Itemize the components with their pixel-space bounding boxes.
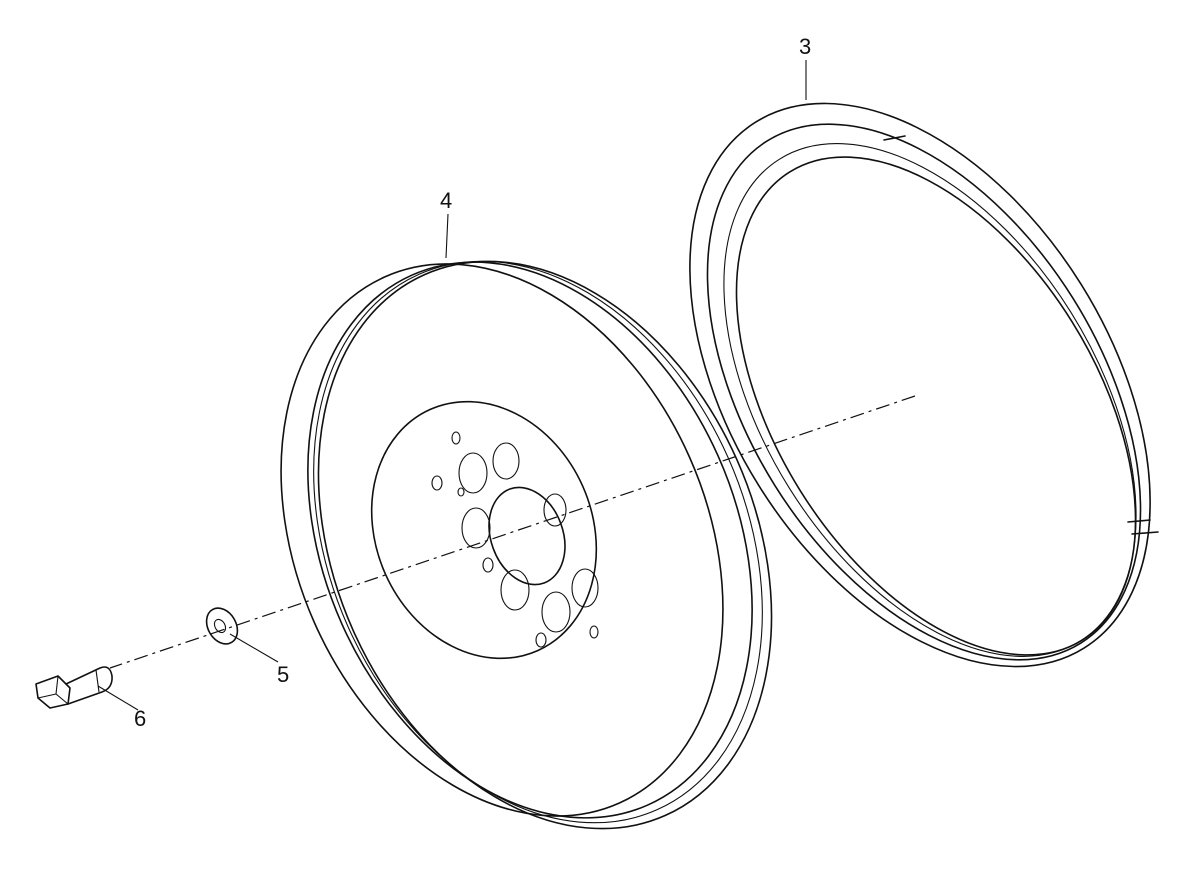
- bolt-holes: [458, 442, 599, 633]
- pin-holes: [431, 431, 599, 648]
- callout-6: 6: [134, 706, 146, 731]
- part-6-bolt: [35, 666, 113, 709]
- leader-lines: [97, 60, 807, 711]
- part-4-damper: [280, 260, 773, 830]
- callout-5: 5: [277, 662, 289, 687]
- part-5-washer: [205, 607, 239, 645]
- callout-4: 4: [440, 188, 452, 213]
- center-axis: [109, 395, 916, 669]
- callout-3: 3: [799, 34, 811, 59]
- part-3-ring: [689, 102, 1159, 668]
